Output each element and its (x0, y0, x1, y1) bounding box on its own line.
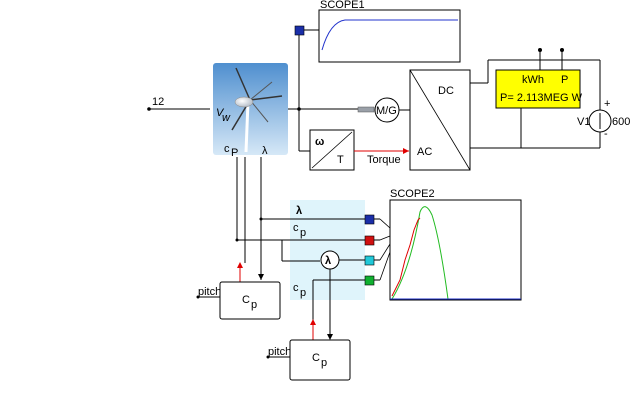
cp-block1-label: C (242, 294, 250, 306)
mg-label: M/G (376, 105, 397, 117)
wind-input-value: 12 (152, 96, 164, 108)
meter-readout: P= 2.113MEG W (500, 92, 583, 104)
turbine-cp-label: c (224, 143, 230, 155)
power-meter[interactable] (495, 69, 581, 109)
lambda-calc-label: λ (325, 255, 331, 267)
mux-cp2-label: c (293, 282, 299, 294)
meter-p-label: P (561, 74, 568, 86)
meter-kwh-label: kWh (522, 74, 544, 86)
wind-turbine-icon[interactable] (213, 63, 288, 155)
speed-sensor-t: T (337, 154, 344, 166)
cp-block2-label: C (312, 352, 320, 364)
cp-block1[interactable] (219, 281, 281, 320)
source-value: 600 (612, 116, 630, 128)
scope1-probe[interactable] (294, 25, 305, 36)
mux-cp2-sub: p (300, 287, 306, 299)
cp-block1-sub: p (251, 299, 257, 311)
torque-label: Torque (367, 154, 401, 166)
source-plus: + (604, 98, 610, 110)
mux-lambda-label: λ (296, 205, 302, 217)
scope2-red-trace (391, 217, 421, 297)
scope1-title: SCOPE1 (320, 0, 365, 11)
scope2-green-trace (391, 206, 449, 300)
turbine-vw-label: V (216, 107, 225, 119)
turbine-vw-sub: w (222, 112, 231, 124)
scope2-port-lambda[interactable] (364, 214, 375, 225)
cp-block2[interactable] (289, 339, 351, 381)
scope2-display[interactable] (389, 199, 522, 301)
scope2-port-cp2[interactable] (364, 275, 375, 286)
speed-sensor-omega: ω (315, 136, 324, 148)
source-name: V1 (577, 116, 590, 128)
scope2-port-lambda2[interactable] (364, 255, 375, 266)
dc-ac-converter[interactable] (409, 69, 471, 171)
cp-block2-pitch: pitch (268, 346, 291, 358)
turbine-lambda-label: λ (262, 145, 268, 157)
speed-sensor-block[interactable] (309, 129, 355, 171)
mux-cp1-label: c (293, 222, 299, 234)
shaft-coupling (357, 106, 375, 113)
scope2-port-cp1[interactable] (364, 235, 375, 246)
mux-cp1-sub: p (300, 227, 306, 239)
converter-ac: AC (417, 146, 432, 158)
scope1-trace (321, 19, 458, 51)
scope1-display[interactable] (318, 9, 461, 63)
mux-panel (290, 200, 365, 300)
cp-block1-pitch: pitch (198, 286, 221, 298)
source-minus: - (604, 128, 608, 140)
scope2-title: SCOPE2 (390, 188, 435, 200)
cp-block2-sub: p (321, 357, 327, 369)
converter-dc: DC (438, 85, 454, 97)
turbine-cp-sub: P (231, 147, 238, 159)
